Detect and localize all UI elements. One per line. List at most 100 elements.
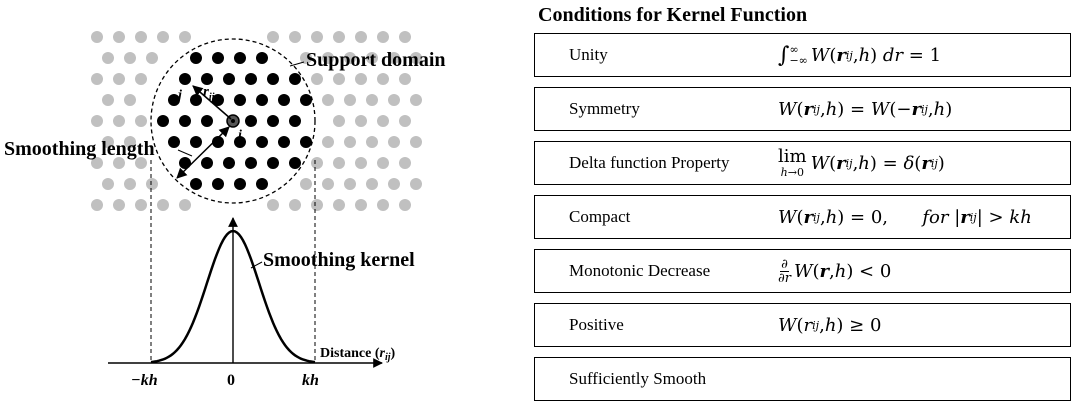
condition-label: Compact [569,207,631,226]
particle-i-label: i [238,128,242,143]
neighbor-particle [278,136,290,148]
outside-particle [135,73,147,85]
neighbor-particle [256,52,268,64]
outside-particle [344,94,356,106]
outside-particle [355,31,367,43]
outside-particle [91,115,103,127]
neighbor-particle [267,157,279,169]
outside-particle [388,94,400,106]
outside-particle [399,157,411,169]
outside-particle [124,94,136,106]
outside-particle [388,52,400,64]
neighbor-particle [179,115,191,127]
axis-zero: 0 [227,372,235,389]
outside-particle [410,94,422,106]
outside-particle [333,157,345,169]
neighbor-particle [212,94,224,106]
neighbor-particle [168,94,180,106]
neighbor-particle [256,136,268,148]
neighbor-particle [300,94,312,106]
outside-particle [366,94,378,106]
particle-j-label: j [176,88,182,103]
outside-particle [410,178,422,190]
neighbor-particle [212,52,224,64]
outside-particle [344,178,356,190]
outside-particle [91,73,103,85]
neighbor-particle [190,178,202,190]
outside-particle [377,31,389,43]
condition-label: Sufficiently Smooth [569,369,707,388]
outside-particle [157,199,169,211]
outside-particle [377,73,389,85]
outside-particle [300,178,312,190]
condition-label: Symmetry [569,99,640,118]
distance-label: Distance (rij) [320,346,396,363]
outside-particle [179,31,191,43]
outside-particle [388,178,400,190]
outside-particle [344,136,356,148]
outside-particle [399,31,411,43]
outside-particle [333,115,345,127]
outside-particle [322,94,334,106]
outside-particle [355,73,367,85]
outside-particle [102,136,114,148]
axis-neg-kh: −kh [131,372,158,389]
outside-particle [102,52,114,64]
outside-particle [135,199,147,211]
inside-particles [157,52,312,190]
outside-particle [179,199,191,211]
outside-particle [135,157,147,169]
neighbor-particle [245,115,257,127]
support-domain-circle [150,38,316,204]
smoothing-kernel-leader [250,261,263,269]
outside-particle [322,52,334,64]
outside-particle [366,178,378,190]
outside-particle [135,31,147,43]
condition-label: Delta function Property [569,153,730,172]
neighbor-particle [201,157,213,169]
outside-particle [377,199,389,211]
neighbor-particle [245,157,257,169]
outside-particle [311,199,323,211]
outside-particle [135,115,147,127]
neighbor-particle [190,52,202,64]
outside-particle [333,73,345,85]
neighbor-particle [168,136,180,148]
formula-monotonic: ∂∂r W(r, h) < 0 [778,256,892,286]
axis-pos-kh: kh [302,372,319,389]
smoothing-length-label: Smoothing length [4,138,155,160]
outside-particle [333,199,345,211]
support-domain-label: Support domain [306,49,446,71]
neighbor-particle [256,94,268,106]
outside-particle [289,31,301,43]
neighbor-particle [289,157,301,169]
outside-particle [102,178,114,190]
neighbor-particle [300,136,312,148]
smoothing-kernel-label: Smoothing kernel [263,249,415,271]
neighbor-particle [234,94,246,106]
outside-particle [267,199,279,211]
outside-particle [113,157,125,169]
condition-label: Monotonic Decrease [569,261,711,280]
outside-particle [410,52,422,64]
neighbor-particle [234,178,246,190]
outside-particle [410,136,422,148]
neighbor-particle [157,115,169,127]
neighbor-particle [190,136,202,148]
outside-particle [377,115,389,127]
neighbor-particle [201,73,213,85]
outside-particle [102,94,114,106]
outside-particles [91,31,422,211]
outside-particle [157,31,169,43]
support-domain-leader [289,61,305,67]
outside-particle [366,52,378,64]
outside-particle [377,157,389,169]
outside-particle [91,199,103,211]
